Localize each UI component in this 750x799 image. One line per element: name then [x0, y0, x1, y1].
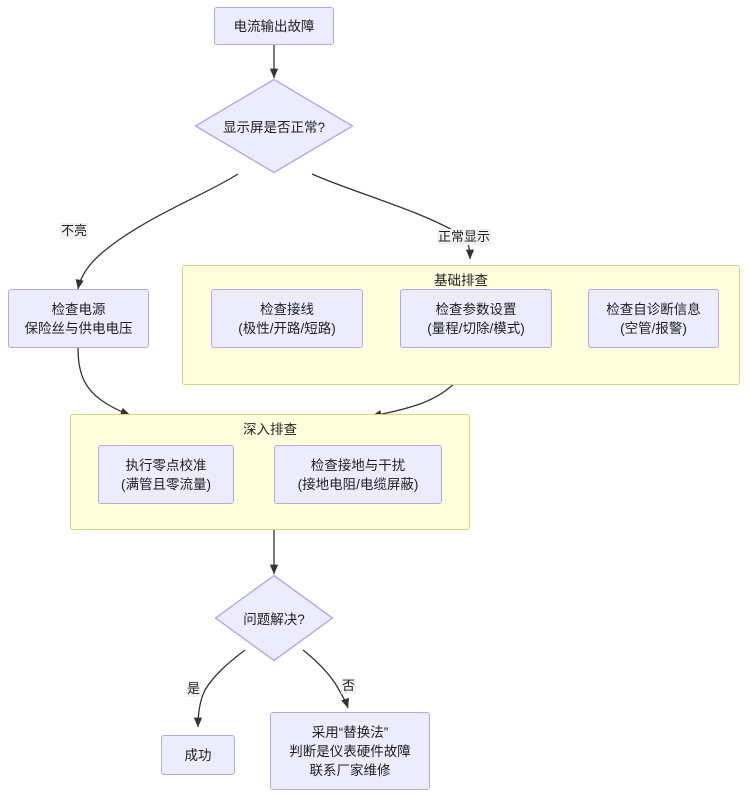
node-wiring-check-line1: 检查接线	[260, 301, 314, 317]
node-ground-check-line1: 检查接地与干扰	[310, 457, 406, 473]
node-zero-calibration-line1: 执行零点校准	[125, 457, 207, 473]
node-display-check-label: 显示屏是否正常?	[222, 120, 325, 135]
node-selfdiag-check-line1: 检查自诊断信息	[606, 301, 701, 317]
node-success-label: 成功	[184, 747, 212, 763]
node-selfdiag-check-line2: (空管/报警)	[620, 320, 687, 336]
node-wiring-check-line2: (极性/开路/短路)	[238, 320, 336, 336]
node-resolved-check[interactable]: 问题解决?	[214, 574, 334, 662]
node-replacement-line2: 判断是仪表硬件故障	[289, 743, 411, 759]
node-selfdiag-check[interactable]: 检查自诊断信息 (空管/报警)	[588, 289, 719, 348]
cluster-basic-title: 基础排查	[434, 273, 488, 288]
node-replacement[interactable]: 采用“替换法” 判断是仪表硬件故障 联系厂家维修	[270, 712, 430, 790]
node-param-check-line1: 检查参数设置	[435, 301, 517, 317]
edge-label-no: 否	[341, 678, 357, 694]
node-start[interactable]: 电流输出故障	[214, 7, 334, 45]
edge-label-yes: 是	[186, 681, 202, 697]
node-replacement-line1: 采用“替换法”	[311, 724, 389, 740]
edge-display-to-basic	[311, 173, 475, 260]
node-resolved-check-label: 问题解决?	[243, 612, 305, 627]
node-param-check-line2: (量程/切除/模式)	[427, 320, 525, 336]
node-wiring-check[interactable]: 检查接线 (极性/开路/短路)	[211, 289, 363, 348]
node-display-check[interactable]: 显示屏是否正常?	[194, 78, 354, 174]
node-power-check-line2: 保险丝与供电电压	[24, 320, 133, 336]
edge-power-to-deep	[77, 347, 131, 416]
node-zero-calibration-line2: (满管且零流量)	[121, 476, 211, 492]
node-param-check[interactable]: 检查参数设置 (量程/切除/模式)	[400, 289, 552, 348]
node-start-label: 电流输出故障	[233, 18, 315, 34]
node-power-check-line1: 检查电源	[51, 301, 106, 317]
edge-label-normal-display: 正常显示	[437, 229, 492, 245]
edge-label-not-lit: 不亮	[60, 223, 89, 239]
node-ground-check-line2: (接地电阻/电缆屏蔽)	[297, 476, 419, 492]
node-replacement-line3: 联系厂家维修	[309, 762, 391, 778]
node-power-check[interactable]: 检查电源 保险丝与供电电压	[8, 289, 149, 348]
node-ground-check[interactable]: 检查接地与干扰 (接地电阻/电缆屏蔽)	[274, 445, 442, 504]
node-success[interactable]: 成功	[161, 735, 235, 775]
node-zero-calibration[interactable]: 执行零点校准 (满管且零流量)	[98, 445, 234, 504]
cluster-deep-title: 深入排查	[243, 422, 297, 437]
